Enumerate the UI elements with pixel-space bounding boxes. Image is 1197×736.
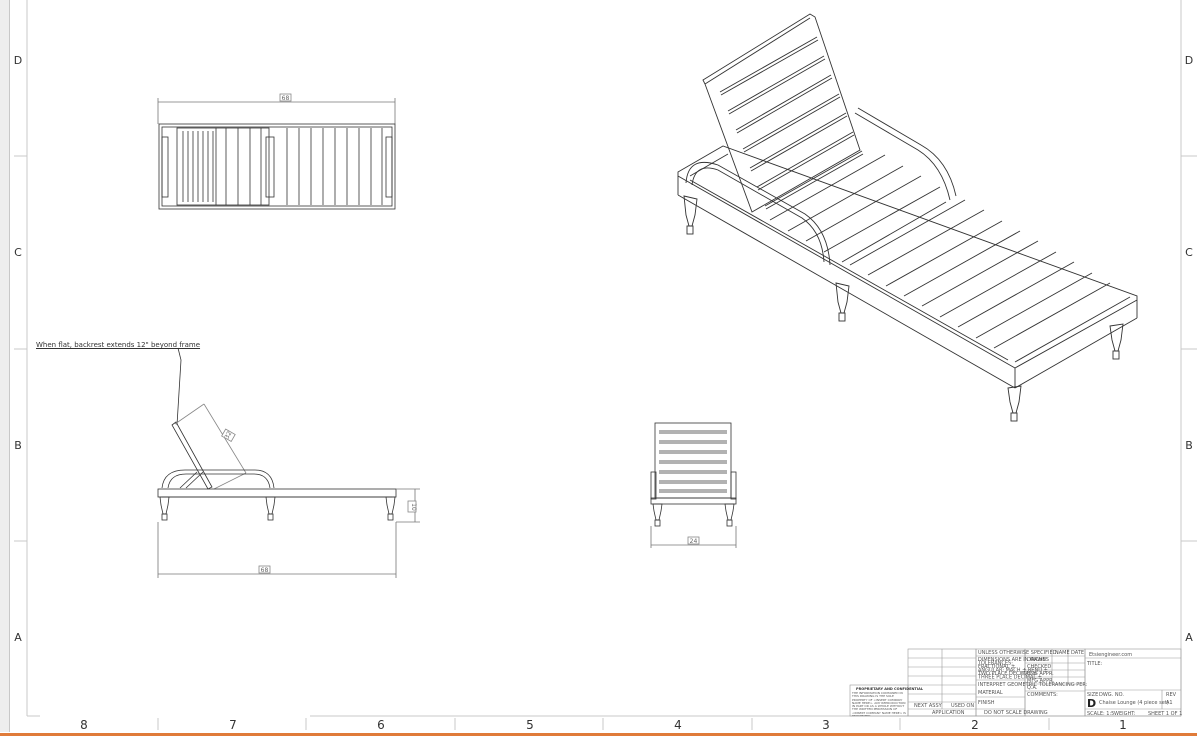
- size-label: SIZE: [1087, 692, 1098, 698]
- title-label: TITLE:: [1086, 661, 1103, 667]
- zone-number-4: 4: [674, 718, 682, 732]
- zone-letter-right-b: B: [1185, 439, 1193, 452]
- proprietary-header: PROPRIETARY AND CONFIDENTIAL: [856, 687, 924, 691]
- application-label: APPLICATION: [932, 710, 965, 716]
- row-checked: CHECKED: [1027, 664, 1051, 670]
- dwg-no-value: Chaise Lounge (4 piece set): [1099, 700, 1169, 706]
- front-view: [650, 422, 737, 548]
- company-name: Etsiengineer.com: [1089, 652, 1132, 658]
- do-not-scale-label: DO NOT SCALE DRAWING: [984, 710, 1048, 716]
- front-view-dimension: 24: [690, 538, 698, 545]
- top-view: [157, 93, 396, 210]
- zone-number-6: 6: [377, 718, 385, 732]
- zone-number-2: 2: [971, 718, 979, 732]
- material-label: MATERIAL: [978, 690, 1003, 696]
- rev-value: A1: [1166, 700, 1173, 706]
- isometric-view: [677, 13, 1138, 422]
- weight-label: WEIGHT:: [1114, 711, 1136, 717]
- title-block: [849, 648, 1182, 717]
- left-panel-gutter: [0, 0, 10, 732]
- proprietary-text: THE INFORMATION CONTAINED IN THIS DRAWIN…: [852, 692, 906, 716]
- used-on-label: USED ON: [951, 703, 974, 709]
- sheet-value: SHEET 1 OF 1: [1148, 711, 1182, 717]
- zone-letter-left-b: B: [14, 439, 22, 452]
- tolerance-header: UNLESS OTHERWISE SPECIFIED:: [978, 650, 1058, 656]
- tolerance-line-2: TOLERANCES:: [977, 661, 1013, 667]
- finish-label: FINISH: [978, 700, 995, 706]
- zone-number-5: 5: [526, 718, 534, 732]
- next-assy-label: NEXT ASSY: [914, 703, 943, 709]
- tolerance-line-6: THREE PLACE DECIMAL ±: [977, 675, 1042, 681]
- zone-number-8: 8: [80, 718, 88, 732]
- zone-letter-right-d: D: [1184, 54, 1194, 67]
- size-value: D: [1087, 697, 1096, 710]
- row-comments: COMMENTS:: [1027, 692, 1058, 698]
- backrest-note: When flat, backrest extends 12" beyond f…: [36, 341, 201, 349]
- zone-letter-left-a: A: [14, 631, 22, 644]
- row-drawn: DRAWN: [1027, 657, 1046, 663]
- zone-letter-left-c: C: [14, 246, 22, 259]
- rev-label: REV: [1166, 692, 1177, 698]
- zone-number-1: 1: [1119, 718, 1127, 732]
- side-view: [157, 347, 420, 578]
- row-eng-appr: ENG APPR.: [1027, 671, 1054, 677]
- side-view-backrest-dimension: 32: [223, 430, 233, 440]
- interpret-label: INTERPRET GEOMETRIC TOLERANCING PER:: [978, 682, 1088, 688]
- side-view-height-dimension: 10: [410, 503, 417, 511]
- name-header: NAME: [1055, 650, 1070, 656]
- zone-letter-right-a: A: [1185, 631, 1193, 644]
- tolerance-line-4: ANGULAR: MACH ± BEND ±: [978, 668, 1048, 674]
- dwg-no-label: DWG. NO.: [1099, 692, 1124, 698]
- row-qa: Q.A.: [1027, 685, 1038, 691]
- scale-value: SCALE: 1:5: [1087, 711, 1114, 717]
- zone-number-3: 3: [822, 718, 830, 732]
- bottom-accent-bar: [0, 733, 1197, 736]
- zone-letter-left-d: D: [13, 54, 23, 67]
- zone-letter-right-c: C: [1185, 246, 1193, 259]
- side-view-length-dimension: 68: [261, 567, 269, 574]
- tolerance-line-1: DIMENSIONS ARE IN INCHES: [978, 657, 1049, 663]
- tolerance-line-5: TWO PLACE DECIMAL ±: [977, 671, 1037, 677]
- top-view-dimension: 68: [282, 95, 290, 102]
- zone-number-7: 7: [229, 718, 237, 732]
- tolerance-line-3: FRACTIONAL ±: [978, 664, 1015, 670]
- date-header: DATE: [1071, 650, 1084, 656]
- row-mfg-appr: MFG APPR.: [1027, 678, 1054, 684]
